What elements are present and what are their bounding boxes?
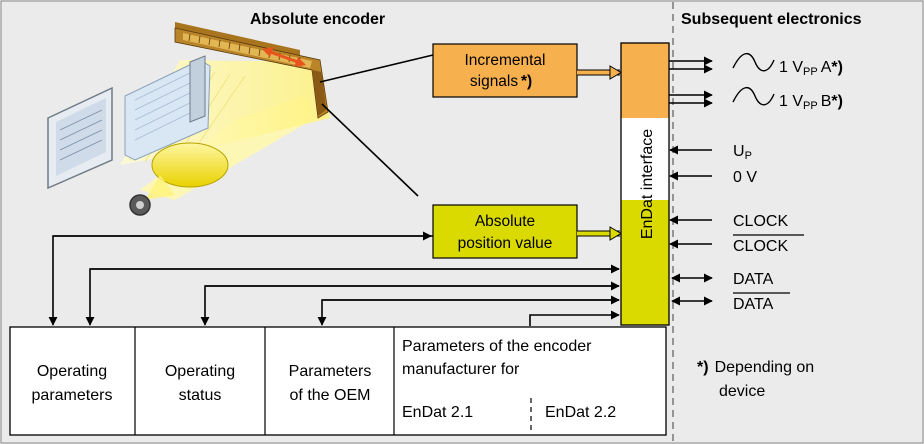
endat-interface-block: [620, 42, 670, 326]
incremental-label-2: signals: [470, 73, 518, 90]
op-status-line2: status: [179, 387, 222, 404]
incremental-label-1: Incremental: [465, 52, 546, 69]
footnote-line2: device: [719, 383, 765, 400]
absolute-encoder-title: Absolute encoder: [250, 11, 385, 28]
clock-inv-label: CLOCK: [733, 238, 788, 255]
encoder-illustration: [47, 22, 330, 216]
abs-to-op-params: [48, 235, 433, 326]
absolute-label-2: position value: [458, 235, 553, 252]
op-params-line1: Operating: [37, 363, 107, 380]
op-params-line2: parameters: [32, 387, 113, 404]
interface-to-op-params: [85, 268, 619, 326]
incremental-footnote-mark: *): [521, 73, 532, 90]
oem-line2: of the OEM: [290, 387, 371, 404]
oem-line1: Parameters: [289, 363, 372, 380]
absolute-position-block: [432, 204, 578, 259]
data-inv-label: DATA: [733, 296, 774, 313]
clock-label: CLOCK: [733, 213, 788, 230]
leader-absolute: [321, 103, 419, 197]
op-status-line1: Operating: [165, 363, 235, 380]
footnote-line1: *)Depending on: [697, 359, 814, 376]
endat-interface-label: EnDat interface: [639, 129, 656, 239]
subsequent-electronics-title: Subsequent electronics: [681, 11, 862, 28]
zero-v-label: 0 V: [733, 169, 757, 186]
parameter-table: [9, 326, 667, 436]
interface-to-oem: [317, 299, 619, 326]
absolute-label-1: Absolute: [475, 213, 535, 230]
endat21-label: EnDat 2.1: [402, 404, 473, 421]
mfr-to-interface: [529, 310, 620, 326]
mfr-line1: Parameters of the encoder: [402, 338, 592, 355]
leader-incremental: [319, 54, 434, 83]
mfr-line2: manufacturer for: [402, 361, 520, 378]
sine-icon-a: [732, 53, 775, 72]
data-label: DATA: [733, 271, 774, 288]
endat22-label: EnDat 2.2: [545, 404, 616, 421]
sine-icon-b: [732, 87, 775, 106]
up-label: UP: [733, 143, 752, 162]
interface-to-op-status: [200, 285, 619, 326]
